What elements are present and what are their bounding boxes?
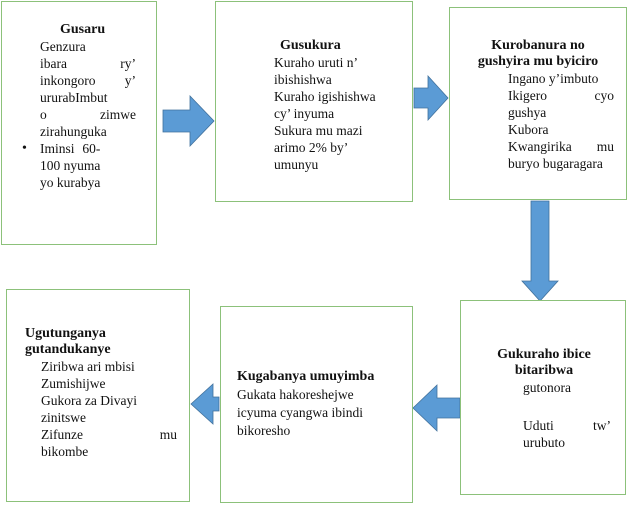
step-gusukura: Gusukura Kuraho uruti n’ ibishishwa Kura… <box>215 1 413 202</box>
step-line: inkongoro y’ <box>40 73 136 88</box>
arrow-left-2-icon <box>190 383 220 425</box>
step-line: Kwangirika mu <box>508 139 614 154</box>
step-line: umunyu <box>274 157 319 172</box>
step-line: Zifunze mu <box>41 427 177 442</box>
step-line: Zumishijwe <box>41 376 106 391</box>
step-line: Ingano y’imbuto <box>508 71 599 86</box>
step-line: Gukora za Divayi <box>41 393 137 408</box>
step-title-line: gushyira mu byiciro <box>477 54 599 69</box>
step-line: cy’ inyuma <box>274 106 335 121</box>
step-line: Gukata hakoreshejwe <box>237 387 354 402</box>
step-title-line: bitaribwa <box>514 363 574 378</box>
step-line: Kubora <box>508 122 549 137</box>
step-gukuraho: Gukuraho ibice bitaribwa gutonora Uduti … <box>460 300 626 495</box>
arrow-down-icon <box>521 200 559 302</box>
step-title-line: Kurobanura no <box>491 38 585 53</box>
step-line: ibishishwa <box>274 72 332 87</box>
step-line: Kuraho uruti n’ <box>274 55 358 70</box>
step-line: bikombe <box>41 444 89 459</box>
step-title-line: Gukuraho ibice <box>497 347 591 362</box>
step-kurobanura: Kurobanura no gushyira mu byiciro Ingano… <box>449 7 627 200</box>
step-line: Ziribwa ari mbisi <box>41 359 135 374</box>
step-line: 100 nyuma <box>40 158 101 173</box>
step-line: zirahunguka <box>40 124 107 139</box>
step-line: gushya <box>508 105 547 120</box>
step-line: ururabImbut <box>40 90 108 105</box>
arrow-right-2-icon <box>413 74 449 122</box>
step-line: arimo 2% by’ <box>274 140 349 155</box>
step-line: urubuto <box>523 435 565 450</box>
step-line: gutonora <box>523 380 571 395</box>
step-line: yo kurabya <box>40 175 101 190</box>
step-title-line: Ugutunganya <box>25 326 106 341</box>
step-title: Kugabanya umuyimba <box>237 369 375 384</box>
step-kugabanya: Kugabanya umuyimba Gukata hakoreshejwe i… <box>220 306 413 503</box>
step-line: bikoresho <box>237 423 291 438</box>
step-gusaru: Gusaru Genzura ibara ry’ inkongoro y’ ur… <box>1 1 157 245</box>
step-title: Gusukura <box>280 38 341 53</box>
step-line: Genzura <box>40 39 86 54</box>
step-line: Iminsi 60- <box>40 141 101 156</box>
step-title-line: gutandukanye <box>25 342 111 357</box>
step-line: Sukura mu mazi <box>274 123 363 138</box>
step-line: Kuraho igishishwa <box>274 89 376 104</box>
step-title: Gusaru <box>60 22 106 37</box>
arrow-left-1-icon <box>412 384 461 432</box>
step-line: zinitswe <box>41 410 86 425</box>
step-line: Uduti tw’ <box>523 418 611 433</box>
step-line: o zimwe <box>40 107 136 122</box>
step-line <box>523 396 611 413</box>
step-line: ibara ry’ <box>40 56 136 71</box>
bullet-item: • Iminsi 60- 100 nyuma yo kurabya <box>22 140 136 191</box>
step-line: Ikigero cyo <box>508 88 614 103</box>
arrow-right-1-icon <box>162 95 215 147</box>
step-line: buryo bugaragara <box>508 156 603 171</box>
bullet-icon: • <box>22 141 27 156</box>
step-line: icyuma cyangwa ibindi <box>237 405 363 420</box>
step-ugutunganya: Ugutunganya gutandukanye Ziribwa ari mbi… <box>6 289 190 502</box>
